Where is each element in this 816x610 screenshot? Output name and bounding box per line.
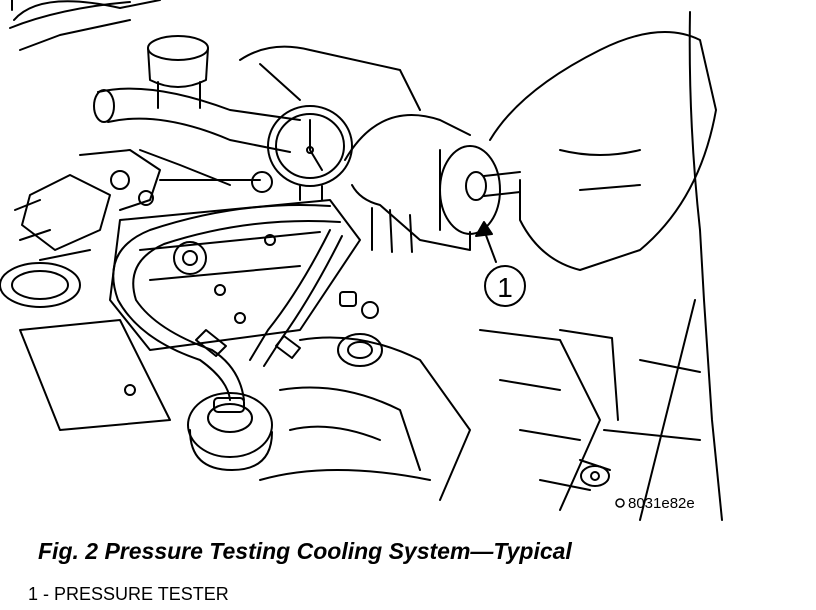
callout-1-number: 1 [497,272,513,303]
lower-radiator-hose [259,291,471,501]
ignition-wires [14,149,261,261]
engine-block [0,171,361,431]
radiator-filler-neck [187,329,619,511]
engine-illustration: 1 8031e82e [0,0,723,521]
figure-code: 8031e82e [628,495,695,512]
figure-code-mark [615,498,625,508]
hood-frame [9,0,723,521]
legend-item-1: 1 - PRESSURE TESTER [28,584,229,604]
figure-caption: Fig. 2 Pressure Testing Cooling System—T… [38,538,572,564]
reservoir-cap [147,35,209,109]
callout-1-leader [475,221,526,307]
air-intake-tube [93,45,421,153]
pressure-gauge [267,105,353,201]
callout-1-circle [484,265,526,307]
tester-hose [112,204,343,413]
hands-and-tester [344,31,717,271]
